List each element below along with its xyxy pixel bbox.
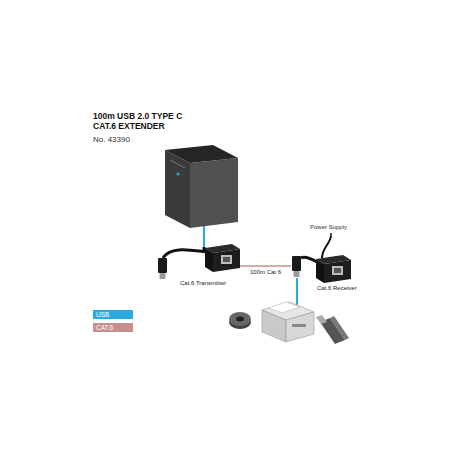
usb-cable-lines xyxy=(204,226,297,305)
power-leader xyxy=(331,233,332,236)
legend-swatch: USB xyxy=(93,310,133,319)
printer-part xyxy=(262,310,286,342)
usb-cable-lines-part xyxy=(203,226,205,247)
printer-part xyxy=(292,324,306,327)
receiver-unit-part xyxy=(292,256,301,271)
transmitter-unit-part xyxy=(221,255,232,264)
receiver-unit-part xyxy=(322,236,331,258)
receiver-unit-part xyxy=(316,259,324,283)
usb-cable-lines-part xyxy=(296,278,298,305)
transmitter-unit xyxy=(158,244,240,279)
transmitter-unit-part xyxy=(163,250,207,258)
receiver-unit-part xyxy=(294,271,300,277)
usb-stick-part xyxy=(316,315,327,324)
usb-stick xyxy=(316,315,349,344)
computer-tower-part xyxy=(165,145,238,163)
computer-tower-part xyxy=(177,173,180,176)
webcam-device-part xyxy=(229,312,251,326)
usb-stick-part xyxy=(330,316,349,340)
receiver-unit-part xyxy=(301,257,317,262)
legend-text: USB xyxy=(96,310,133,319)
receiver-unit xyxy=(292,236,351,283)
device-label: Cat.6 Receiver xyxy=(317,285,365,292)
power-supply-label: Power Supply xyxy=(310,224,347,230)
model-number: No. 43390 xyxy=(93,135,130,144)
device-label: Cat.6 Transmitter xyxy=(180,280,238,287)
computer-tower-part xyxy=(170,160,185,168)
cable-length-label: 100m Cat 6 xyxy=(249,269,282,275)
printer-part xyxy=(286,312,314,342)
computer-tower-part xyxy=(190,158,238,228)
computer-tower-part xyxy=(165,150,190,228)
transmitter-unit-part xyxy=(223,257,230,262)
receiver-unit-part xyxy=(332,266,343,275)
legend-swatch: CAT.6 xyxy=(93,323,133,332)
receiver-node: Cat.6 Receiver xyxy=(291,250,367,294)
webcam-device-part xyxy=(236,317,244,322)
transmitter-unit-part xyxy=(158,258,167,273)
transmitter-unit-part xyxy=(213,249,240,272)
power-leader-part xyxy=(330,233,332,236)
printer xyxy=(262,302,314,342)
receiver-unit-part xyxy=(334,268,341,273)
receiver-unit-part xyxy=(324,260,351,283)
webcam-device xyxy=(229,312,251,329)
transmitter-unit-part xyxy=(160,273,166,279)
transmitter-node: Cat.6 Transmitter xyxy=(178,240,240,289)
computer-tower xyxy=(165,145,238,228)
legend: USB CAT.6 xyxy=(93,310,133,336)
cat6-cable xyxy=(240,265,291,266)
legend-text: CAT.6 xyxy=(96,323,133,332)
printer-part xyxy=(268,302,300,313)
transmitter-unit-part xyxy=(205,248,213,272)
diagram-title: 100m USB 2.0 TYPE C CAT.6 EXTENDER xyxy=(93,112,197,132)
